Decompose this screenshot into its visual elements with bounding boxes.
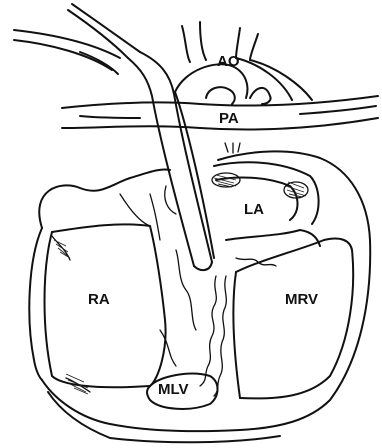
long-tube bbox=[128, 52, 214, 270]
label-right-atrium: RA bbox=[88, 291, 110, 308]
label-pulmonary-artery: PA bbox=[219, 110, 239, 127]
hatched-ostia bbox=[52, 173, 308, 394]
label-aorta: AO bbox=[217, 53, 240, 70]
aortic-arch bbox=[175, 22, 312, 104]
main-ventricle bbox=[233, 238, 353, 398]
label-main-right-ventricle: MRV bbox=[285, 291, 318, 308]
left-atrium bbox=[214, 162, 320, 246]
label-left-atrium: LA bbox=[244, 201, 264, 218]
label-main-left-ventricle: MLV bbox=[158, 381, 189, 398]
upper-left-vessels bbox=[14, 4, 140, 74]
